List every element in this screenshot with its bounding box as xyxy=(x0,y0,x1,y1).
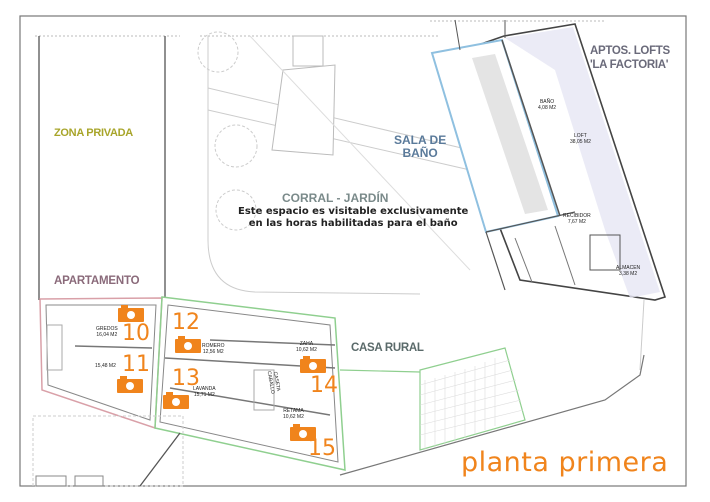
sala-de-bano-label: SALA DE BAÑO xyxy=(394,134,446,160)
camera-icon[interactable] xyxy=(118,305,144,322)
plan-title: planta primera xyxy=(461,447,669,478)
camera-icon[interactable] xyxy=(163,392,189,409)
lofts-line-2: 'LA FACTORIA' xyxy=(590,59,669,71)
camera-icon[interactable] xyxy=(117,376,143,393)
corral-jardin-title: CORRAL - JARDÍN xyxy=(282,191,389,205)
corral-note-line-1: Este espacio es visitable exclusivamente xyxy=(238,206,469,217)
camera-icon[interactable] xyxy=(175,336,201,353)
zona-privada-label: ZONA PRIVADA xyxy=(54,127,133,139)
camera-icon[interactable] xyxy=(290,424,316,441)
casa-rural-label: CASA RURAL xyxy=(351,342,424,354)
photo-marker-number: 12 xyxy=(172,310,200,335)
photo-marker-number: 14 xyxy=(310,373,338,398)
corral-jardin-note: Este espacio es visitable exclusivamente… xyxy=(238,206,468,230)
photo-marker-number: 15 xyxy=(308,436,336,461)
corral-note-line-2: en las horas habilitadas para el baño xyxy=(248,218,458,229)
sala-line-1: SALA DE xyxy=(394,133,447,147)
aptos-lofts-label: APTOS. LOFTS 'LA FACTORIA' xyxy=(590,44,670,72)
lofts-line-1: APTOS. LOFTS xyxy=(590,45,670,57)
photo-marker-number: 10 xyxy=(122,321,150,346)
apartamento-label: APARTAMENTO xyxy=(54,275,140,287)
camera-icon[interactable] xyxy=(300,356,326,373)
photo-marker-number: 13 xyxy=(172,366,200,391)
photo-marker-number: 11 xyxy=(122,352,150,377)
room-label-apt-room: 15,48 M2 xyxy=(95,363,116,369)
sala-line-2: BAÑO xyxy=(402,146,438,160)
